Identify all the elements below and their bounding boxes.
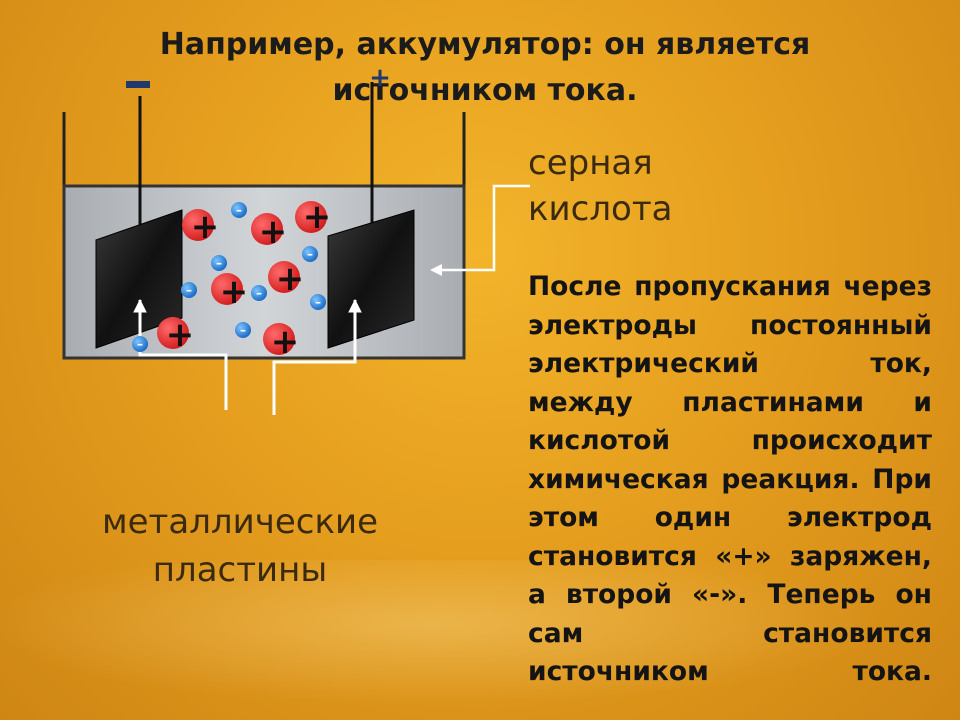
positive-ion: + <box>268 259 304 299</box>
explanation-text: После пропускания через электроды постоя… <box>528 271 932 687</box>
background-glow <box>0 560 960 720</box>
left-metal-plate <box>95 209 183 349</box>
plates-label-line-1: металлические <box>101 502 379 542</box>
negative-ion-sign: – <box>315 295 321 309</box>
positive-ion: + <box>182 207 219 247</box>
negative-ion-sign: – <box>216 256 222 270</box>
negative-ion: – <box>211 255 227 271</box>
positive-ion-sign: + <box>276 259 305 299</box>
acid-arrow-icon <box>430 264 442 276</box>
positive-ion: + <box>295 197 331 237</box>
positive-ion: + <box>211 272 248 312</box>
acid-label-line-2: кислота <box>528 189 673 229</box>
negative-ion-sign: – <box>240 323 246 337</box>
positive-ion-sign: + <box>166 315 195 355</box>
positive-ion: + <box>157 315 194 355</box>
acid-label-line-1: серная <box>528 143 653 183</box>
positive-ion-sign: + <box>303 197 332 237</box>
positive-ion-sign: + <box>191 207 220 247</box>
negative-ion: – <box>302 246 318 262</box>
negative-ion-sign: – <box>256 286 262 300</box>
negative-ion: – <box>251 285 267 301</box>
negative-ion: – <box>181 282 197 298</box>
positive-ion-sign: + <box>259 212 288 252</box>
left-plate-arrow-icon <box>133 298 147 313</box>
negative-ion: – <box>132 336 148 352</box>
title-line-2: источником тока. <box>332 73 638 108</box>
right-metal-plate <box>327 209 415 349</box>
negative-ion-sign: – <box>186 283 192 297</box>
positive-ion-sign: + <box>271 322 300 362</box>
negative-ion: – <box>231 202 247 218</box>
plates-label-line-2: пластины <box>152 550 328 590</box>
left-plate-pointer <box>138 300 228 410</box>
title-line-1: Например, аккумулятор: он является <box>159 27 811 62</box>
sulfuric-acid-label: серная кислота <box>528 140 673 232</box>
positive-ion-sign: + <box>220 272 249 312</box>
positive-terminal-icon: + <box>369 63 391 93</box>
negative-terminal-icon <box>126 81 150 88</box>
positive-ion: + <box>263 322 299 362</box>
slide-title: Например, аккумулятор: он является источ… <box>60 22 910 114</box>
right-plate-arrow-icon <box>348 298 362 313</box>
negative-ion: – <box>310 294 326 310</box>
positive-ion: + <box>251 212 287 252</box>
acid-pointer <box>440 184 530 272</box>
negative-ion-sign: – <box>307 247 313 261</box>
metal-plates-label: металлические пластины <box>70 498 410 594</box>
right-plate-pointer <box>272 300 357 415</box>
negative-ion-sign: – <box>236 203 242 217</box>
negative-ion-sign: – <box>137 337 143 351</box>
negative-ion: – <box>235 322 251 338</box>
